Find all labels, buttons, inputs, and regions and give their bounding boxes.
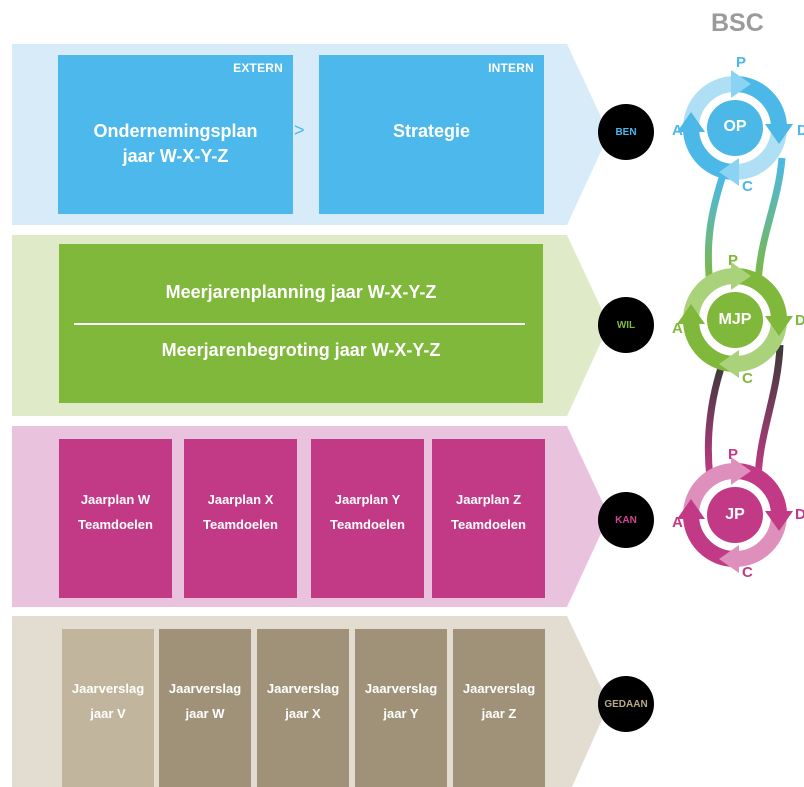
op-letter-d: D	[797, 122, 804, 139]
intern-tag: INTERN	[488, 61, 534, 75]
extern-line1: Ondernemingsplan	[93, 121, 258, 141]
jaarverslag-card-year: jaar Z	[481, 706, 517, 721]
jaarverslag-card-title: Jaarverslag	[168, 681, 242, 696]
jaarverslag-card-z: Jaarverslag jaar Z	[453, 629, 545, 787]
circle-gedaan-label: GEDAAN	[604, 698, 648, 710]
jaarverslag-card-v: Jaarverslag jaar V	[62, 629, 154, 787]
meerjarenplanning-text: Meerjarenplanning jaar W-X-Y-Z	[165, 282, 437, 302]
jaarverslag-card-year: jaar V	[90, 706, 126, 721]
extern-tag: EXTERN	[233, 61, 283, 75]
mjp-letter-c: C	[742, 370, 753, 387]
intern-text: Strategie	[392, 121, 471, 141]
jaarplan-card-y: Jaarplan Y Teamdoelen	[311, 439, 424, 598]
jaarverslag-card-year: jaar W	[185, 706, 225, 721]
jaarplan-card-title: Jaarplan W	[80, 491, 151, 507]
jaarplan-card-title: Jaarplan Z	[455, 491, 522, 507]
jaarplan-card-subtitle: Teamdoelen	[78, 516, 153, 532]
jaarplan-card-subtitle: Teamdoelen	[203, 516, 278, 532]
jp-letter-c: C	[742, 564, 753, 581]
op-letter-p: P	[736, 54, 747, 71]
connector-op-mjp-right	[754, 157, 786, 286]
meerjaren-divider	[74, 323, 525, 325]
mjp-letter-d: D	[795, 312, 804, 329]
bsc-title: BSC	[711, 9, 764, 37]
circle-kan: KAN	[598, 492, 654, 548]
jaarplan-card-x: Jaarplan X Teamdoelen	[184, 439, 297, 598]
mjp-cycle-label: MJP	[718, 311, 752, 328]
jaarverslag-card-title: Jaarverslag	[71, 681, 145, 696]
jp-letter-d: D	[795, 506, 804, 523]
extern-box: EXTERN Ondernemingsplan jaar W-X-Y-Z	[58, 55, 293, 214]
circle-kan-label: KAN	[615, 514, 637, 526]
meerjarenbegroting-text: Meerjarenbegroting jaar W-X-Y-Z	[161, 340, 441, 360]
jaarverslag-card-title: Jaarverslag	[364, 681, 438, 696]
connector-op-mjp-left	[704, 176, 726, 286]
jaarverslag-card-title: Jaarverslag	[462, 681, 536, 696]
op-letter-c: C	[742, 178, 753, 195]
jp-cycle-label: JP	[725, 506, 745, 523]
circle-ben: BEN	[598, 104, 654, 160]
jaarplan-card-w: Jaarplan W Teamdoelen	[59, 439, 172, 598]
jaarplan-card-title: Jaarplan Y	[334, 491, 401, 507]
jaarplan-card-z: Jaarplan Z Teamdoelen	[432, 439, 545, 598]
op-cycle-label: OP	[723, 118, 747, 135]
connector-mjp-jp-left	[704, 363, 726, 479]
jaarverslag-card-year: jaar Y	[383, 706, 419, 721]
jaarverslag-card-y: Jaarverslag jaar Y	[355, 629, 447, 787]
mjp-letter-a: A	[672, 320, 683, 337]
circle-wil: WIL	[598, 297, 654, 353]
circle-wil-label: WIL	[616, 319, 636, 331]
jaarverslag-card-year: jaar X	[285, 706, 321, 721]
jp-letter-a: A	[672, 514, 683, 531]
jaarplan-card-subtitle: Teamdoelen	[451, 516, 526, 532]
jaarplan-card-title: Jaarplan X	[207, 491, 274, 507]
op-letter-a: A	[672, 122, 683, 139]
mjp-letter-p: P	[728, 252, 739, 269]
intern-box: INTERN Strategie	[319, 55, 544, 214]
extern-line2: jaar W-X-Y-Z	[122, 146, 229, 166]
meerjaren-box: Meerjarenplanning jaar W-X-Y-Z Meerjaren…	[59, 244, 543, 403]
jp-letter-p: P	[728, 446, 739, 463]
jaarverslag-card-title: Jaarverslag	[266, 681, 340, 696]
jaarverslag-card-w: Jaarverslag jaar W	[159, 629, 251, 787]
jaarplan-card-subtitle: Teamdoelen	[330, 516, 405, 532]
jaarverslag-card-x: Jaarverslag jaar X	[257, 629, 349, 787]
circle-gedaan: GEDAAN	[598, 676, 654, 732]
connector-mjp-jp-right	[754, 344, 784, 479]
separator-arrow: >	[294, 120, 305, 140]
circle-ben-label: BEN	[615, 126, 637, 138]
